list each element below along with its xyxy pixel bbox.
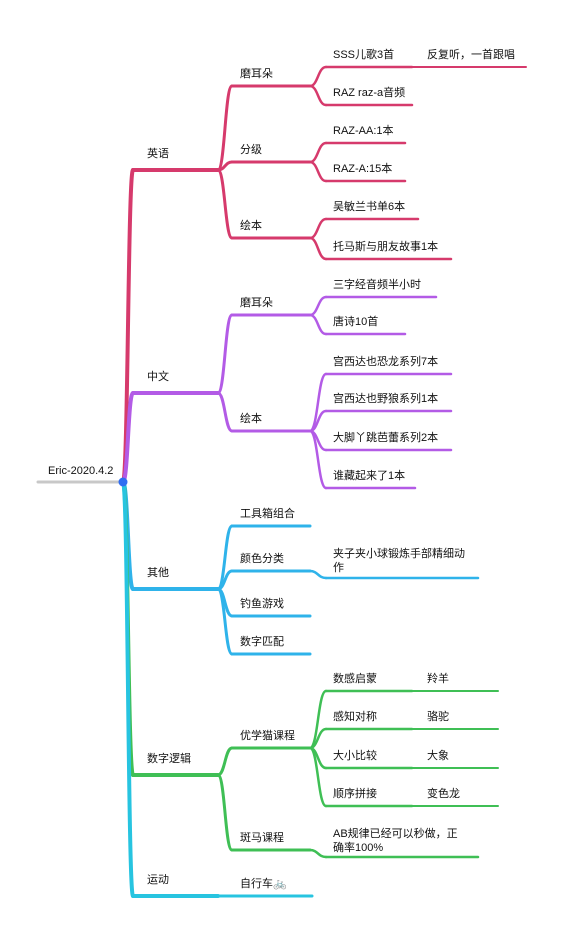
branch-chinese-node-1-leaf-1-label: 三字经音频半小时 [333,277,421,291]
branch-english-label: 英语 [147,146,169,160]
branch-math-node-1-leaf-1-note-1-label: 羚羊 [427,671,449,685]
branch-english-node-1-connector [216,84,234,172]
branch-math-node-1-connector [216,746,234,777]
branch-english-node-3-label: 绘本 [240,218,262,232]
branch-math-node-1-leaf-2-note-1-label: 骆驼 [427,709,449,723]
branch-english-node-2-leaf-2-connector [308,160,328,183]
branch-english-node-2-leaf-2-label: RAZ-A:15本 [333,161,392,175]
branch-chinese-node-1-label: 磨耳朵 [240,296,273,309]
branch-chinese-label: 中文 [147,369,169,383]
branch-math-node-2-leaf-1-label-line-1: AB规律已经可以秒做，正 [333,826,458,840]
branch-english-node-3-leaf-2-connector [308,236,328,261]
branch-english-node-1-leaf-1-note-1-label: 反复听，一首跟唱 [427,47,515,61]
branch-chinese-node-2-connector [216,391,234,433]
branch-math-node-2-leaf-1-connector [308,848,328,859]
branch-math-label: 数字逻辑 [147,751,191,765]
branch-math-node-2-leaf-1-label-line-2: 确率100% [333,840,383,854]
branch-math-node-1-leaf-3-note-1-label: 大象 [427,748,449,762]
branch-chinese-node-1-leaf-2-label: 唐诗10首 [333,314,378,328]
branch-chinese-node-1-leaf-2-connector [308,313,328,336]
branch-english-node-1-leaf-1-label: SSS儿歌3首 [333,47,394,61]
branch-english-node-3-leaf-1-connector [308,217,328,240]
branch-english-node-3-leaf-1-label: 吴敏兰书单6本 [333,199,405,213]
branch-sport-node-1-label: 自行车🚲 [240,876,287,890]
branch-english-node-2-leaf-1-connector [308,141,328,164]
branch-chinese-node-2-leaf-3-label: 大脚丫跳芭蕾系列2本 [333,430,438,444]
branch-chinese-node-2-leaf-4-label: 谁藏起来了1本 [333,468,405,482]
branch-other-node-2-leaf-1-connector [308,569,328,580]
branch-english-node-1-leaf-1-connector [308,65,328,88]
branch-english-node-1-leaf-2-label: RAZ raz-a音频 [333,85,405,99]
branch-chinese-node-2-label: 绘本 [240,411,262,425]
branch-other-node-3-label: 钓鱼游戏 [240,596,284,610]
branch-other-node-4-connector [216,587,234,656]
branch-math-node-1-label: 优学猫课程 [240,728,295,742]
branch-chinese-node-2-leaf-1-label: 宫西达也恐龙系列7本 [333,354,438,368]
branch-english-node-2-label: 分级 [240,143,262,156]
branch-math-node-2-connector [216,773,234,852]
root-label: Eric-2020.4.2 [48,465,113,477]
branch-other-node-2-connector [216,569,234,591]
branch-sport-connector [121,480,135,898]
branch-other-label: 其他 [147,566,169,579]
branch-english-node-1-label: 磨耳朵 [240,67,273,80]
branch-math-node-1-leaf-3-label: 大小比较 [333,748,377,762]
branch-other-node-2-leaf-1-label-line-1: 夹子夹小球锻炼手部精细动 [333,546,465,560]
branch-math-node-1-leaf-1-label: 数感启蒙 [333,672,377,685]
branch-english-node-1-leaf-2-connector [308,84,328,107]
branch-sport-label: 运动 [147,873,169,886]
branch-math-node-1-leaf-2-label: 感知对称 [333,709,377,723]
branch-other-node-4-label: 数字匹配 [240,634,284,648]
branch-other-node-2-label: 颜色分类 [240,551,284,565]
branch-math-node-2-label: 斑马课程 [240,831,284,844]
branch-chinese-node-2-leaf-2-label: 宫西达也野狼系列1本 [333,391,438,405]
root-dot [118,477,128,487]
branch-math-node-1-leaf-4-note-1-label: 变色龙 [427,786,460,800]
branch-english-node-3-connector [216,168,234,240]
branch-other-node-1-label: 工具箱组合 [240,506,295,520]
branch-chinese-node-1-leaf-1-connector [308,295,328,317]
branch-chinese-node-1-connector [216,313,234,395]
branch-english-node-3-leaf-2-label: 托马斯与朋友故事1本 [333,239,438,253]
branch-math-node-1-leaf-4-label: 顺序拼接 [333,786,377,800]
branch-chinese-node-2-leaf-4-connector [308,429,328,490]
branch-english-node-2-leaf-1-label: RAZ-AA:1本 [333,123,394,137]
branch-math-node-1-leaf-4-connector [308,746,328,808]
branch-other-node-2-leaf-1-label-line-2: 作 [333,561,344,574]
